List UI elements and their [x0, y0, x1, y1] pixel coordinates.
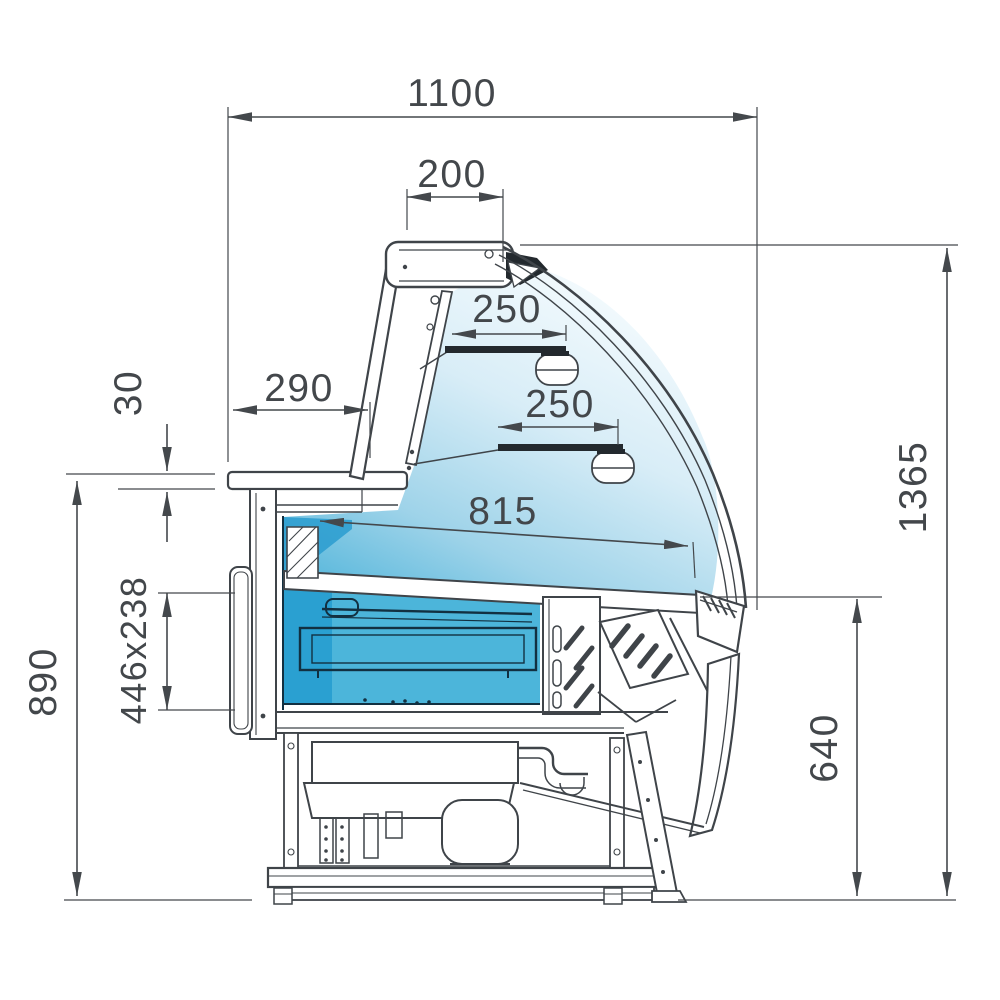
foot [273, 887, 293, 905]
dimension-labels: 1100 200 250 290 30 250 815 446x238 890 … [22, 72, 935, 783]
label-counter-depth: 290 [264, 367, 334, 410]
label-overall-depth: 1100 [407, 72, 497, 115]
label-rear-opening: 446x238 [113, 576, 154, 725]
label-top-shelf: 250 [472, 288, 542, 331]
label-deck-depth: 815 [468, 490, 538, 533]
front-bumper [694, 589, 746, 654]
evaporator-unit [298, 598, 538, 705]
air-grille [542, 596, 601, 715]
front-lower-panel [688, 652, 741, 838]
shelf-upper [419, 346, 579, 386]
rear-counter [226, 470, 409, 740]
label-counter-thickness: 30 [107, 370, 150, 416]
refrigerated-well [282, 516, 540, 710]
shelf-middle [413, 444, 635, 484]
label-middle-shelf: 250 [525, 383, 595, 426]
fan-coil-unit [597, 608, 713, 723]
curved-front-glass [494, 245, 748, 609]
foot [603, 887, 623, 905]
label-canopy-depth: 200 [417, 153, 487, 196]
machinery-compartment [276, 711, 705, 869]
label-counter-height: 890 [22, 647, 65, 717]
base-frame [266, 730, 688, 905]
compressor [441, 799, 519, 865]
refrigerant-pipe [518, 746, 588, 776]
dimension-lines [64, 107, 958, 901]
dim-deck-depth [319, 517, 689, 550]
label-overall-height: 1365 [892, 441, 935, 534]
drip-tray [311, 741, 519, 784]
label-front-height: 640 [803, 713, 846, 783]
